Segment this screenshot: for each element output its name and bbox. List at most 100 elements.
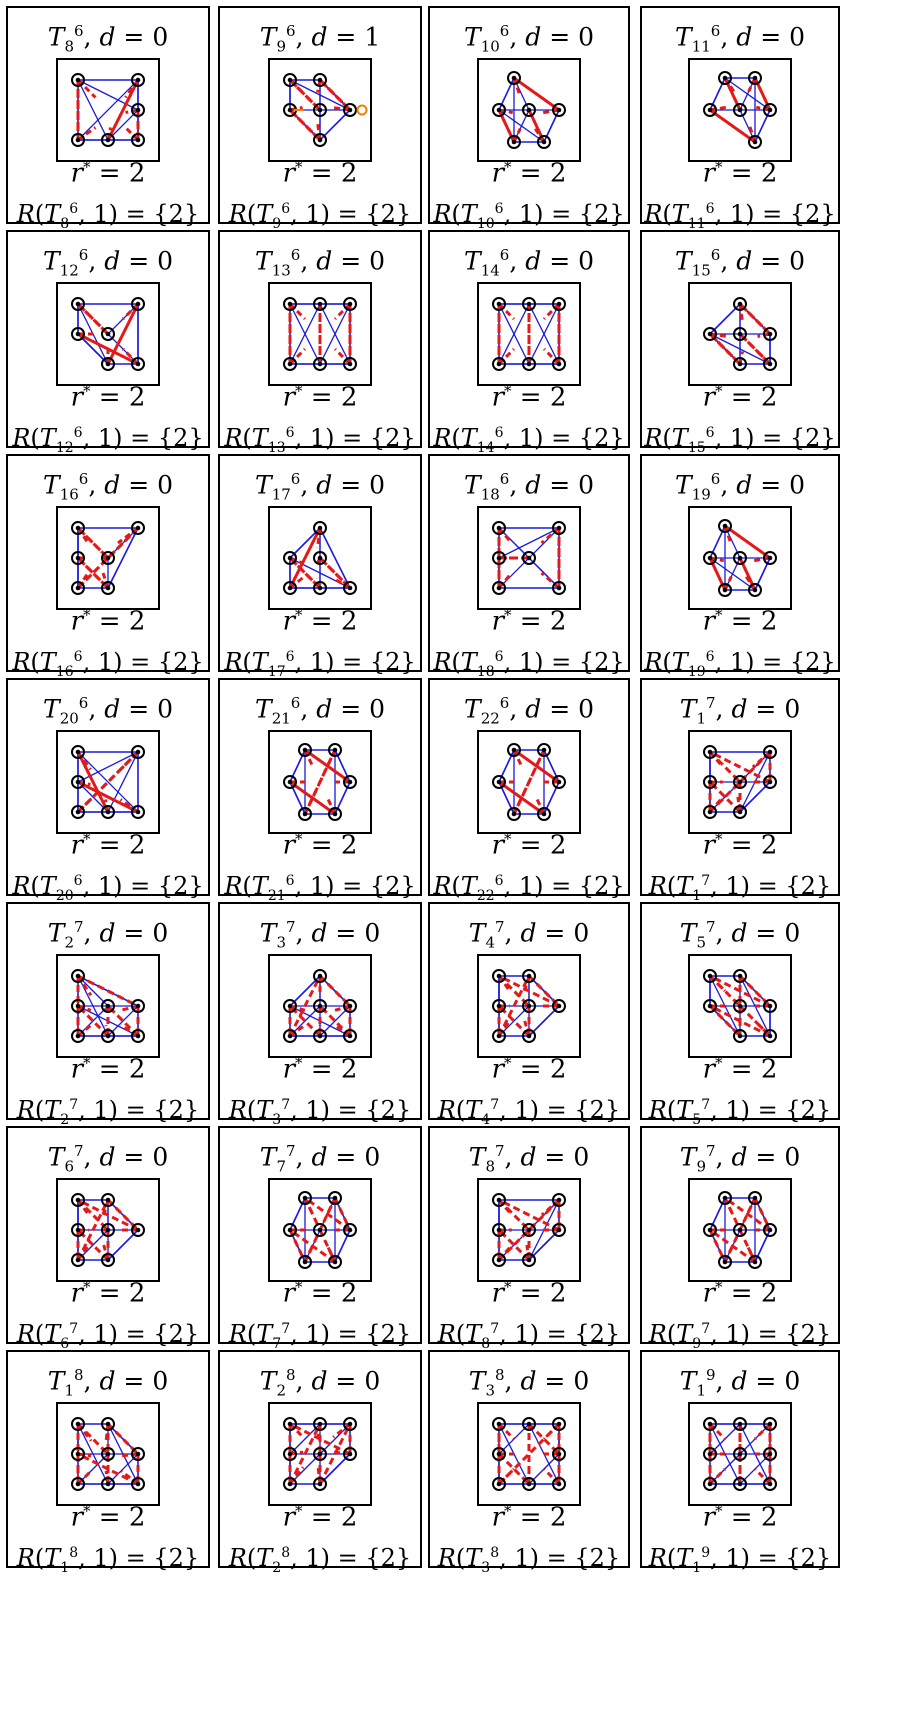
dashed-edge <box>723 77 736 93</box>
dashed-edge <box>303 749 314 767</box>
tile-size: 7 <box>706 694 716 712</box>
dashed-edge <box>497 1004 531 1038</box>
tiling-figure <box>56 730 160 834</box>
tiling-figure <box>477 58 581 162</box>
dashed-edge <box>289 780 336 816</box>
dashed-edge <box>77 1198 139 1232</box>
solid-edge <box>289 303 321 365</box>
tile-size: 6 <box>290 694 301 712</box>
node-dot <box>287 107 293 113</box>
node-ring <box>343 581 357 595</box>
cell-title: T146, d = 0 <box>464 246 594 280</box>
node-dot <box>511 811 517 817</box>
tile-size: 6 <box>286 22 296 40</box>
node-dot <box>496 779 502 785</box>
node-dot <box>541 747 547 753</box>
node-ring <box>71 999 85 1013</box>
node-dot <box>722 75 728 81</box>
d-value: 0 <box>152 1366 169 1396</box>
node-ring <box>298 1191 312 1205</box>
node-dot <box>287 1451 293 1457</box>
r-set-value: {2} <box>789 200 836 228</box>
r-set-value: {2} <box>157 648 204 676</box>
tile-size: 6 <box>290 470 301 488</box>
node-ring <box>733 103 747 117</box>
d-value: 0 <box>578 470 594 500</box>
tiling-graph <box>703 71 777 149</box>
d-value: 0 <box>573 1142 590 1172</box>
node-ring <box>71 1477 85 1491</box>
tiling-graph <box>283 297 357 371</box>
solid-edge <box>319 1423 351 1455</box>
node-dot <box>317 361 323 367</box>
dashed-edge <box>723 1197 734 1215</box>
node-dot <box>135 137 141 143</box>
node-ring <box>763 1417 777 1431</box>
dashed-edge <box>708 796 724 813</box>
tile-size: 6 <box>285 873 295 889</box>
node-ring <box>131 745 145 759</box>
node-ring <box>283 999 297 1013</box>
node-ring <box>763 1447 777 1461</box>
tile-size: 6 <box>494 425 504 441</box>
node-dot <box>75 1451 81 1457</box>
dashed-edge <box>119 750 140 771</box>
dashed-edge <box>753 556 771 563</box>
tile-index: 3 <box>272 1111 282 1128</box>
node-ring <box>718 583 732 597</box>
dashed-edge <box>318 78 352 112</box>
tile-size: 6 <box>710 470 721 488</box>
dashed-edge <box>76 526 110 560</box>
tile-index: 7 <box>272 1335 282 1352</box>
dashed-edge <box>77 974 139 1008</box>
node-dot <box>556 1003 562 1009</box>
node-ring <box>552 999 566 1013</box>
node-dot <box>135 1451 141 1457</box>
r-set-label: R(T156, 1) = {2} <box>644 424 836 456</box>
dashed-edge <box>101 572 110 589</box>
r-star-label: r* = 2 <box>70 606 146 637</box>
dashed-edge <box>289 1004 306 1012</box>
tile-size: 6 <box>281 201 291 217</box>
cell-title: T206, d = 0 <box>43 694 173 728</box>
dashed-edge <box>318 556 352 590</box>
node-dot <box>752 1259 758 1265</box>
tile-size: 7 <box>701 1321 711 1337</box>
node-dot <box>526 361 532 367</box>
tile-index: 2 <box>64 933 74 952</box>
r-set-label: R(T47, 1) = {2} <box>437 1096 621 1128</box>
tile-index: 14 <box>480 261 500 280</box>
solid-edge <box>77 333 109 365</box>
node-dot <box>317 137 323 143</box>
node-ring <box>552 1193 566 1207</box>
dashed-edge <box>497 975 511 992</box>
dashed-edge <box>498 780 545 816</box>
node-ring <box>763 1029 777 1043</box>
tile-index: 5 <box>696 933 706 952</box>
node-dot <box>707 749 713 755</box>
node-dot <box>767 107 773 113</box>
d-value: 0 <box>157 470 173 500</box>
node-ring <box>101 133 115 147</box>
tiling-figure <box>268 506 372 610</box>
node-dot <box>556 107 562 113</box>
node-dot <box>135 1003 141 1009</box>
tiling-figure <box>268 730 372 834</box>
r-set-label: R(T176, 1) = {2} <box>224 648 416 680</box>
node-ring <box>343 1417 357 1431</box>
tile-size: 6 <box>285 425 295 441</box>
solid-edge <box>528 303 560 365</box>
node-ring <box>283 1417 297 1431</box>
d-value: 0 <box>578 246 594 276</box>
dashed-edge <box>724 1196 771 1232</box>
d-value: 0 <box>789 470 805 500</box>
node-dot <box>496 1421 502 1427</box>
dashed-edge <box>708 974 727 993</box>
node-ring <box>101 1253 115 1267</box>
node-dot <box>75 555 81 561</box>
r-set-value: {2} <box>785 1096 832 1124</box>
